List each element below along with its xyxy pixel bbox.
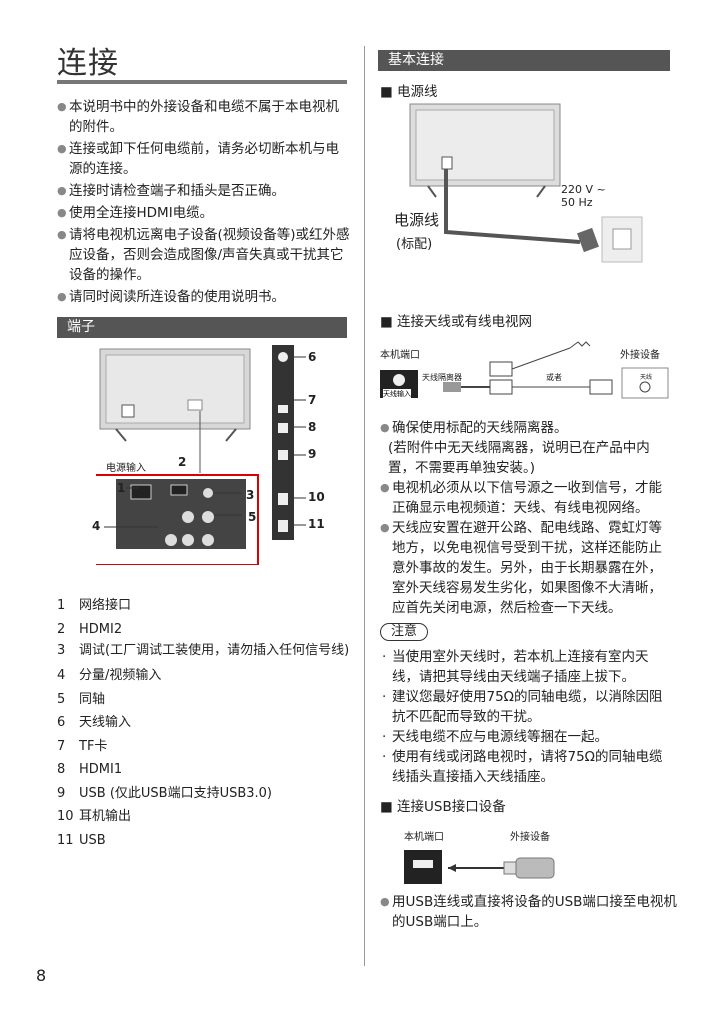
intro-bullet: 连接或卸下任何电缆前，请务必切断本机与电源的连接。 — [57, 139, 352, 179]
power-figure — [409, 103, 643, 263]
ext-antenna-port-label: 天线 — [640, 374, 653, 381]
note-item: 当使用室外天线时，若本机上连接有室内天线，请把其导线由天线端子插座上拔下。 — [380, 647, 672, 687]
page-title: 连接 — [57, 46, 119, 81]
fig-num: 5 — [248, 510, 257, 524]
tv-back-figure — [96, 345, 306, 565]
antenna-bullet: 电视机必须从以下信号源之一收到信号，才能正确显示电视频道：天线、有线电视网络。 — [380, 478, 672, 518]
fig-num: 2 — [178, 455, 187, 469]
fig-num: 11 — [308, 517, 325, 531]
fig-num: 10 — [308, 490, 325, 504]
fig-num: 8 — [308, 420, 317, 434]
fig-num: 9 — [308, 447, 317, 461]
column-divider — [364, 46, 365, 966]
fig-num: 4 — [92, 519, 101, 533]
intro-bullet: 请将电视机远离电子设备(视频设备等)或红外感应设备，否则会造成图像/声音失真或干… — [57, 225, 352, 285]
usb-bullet: 用USB连线或直接将设备的USB端口接至电视机的USB端口上。 — [380, 892, 684, 932]
power-in-label: 电源输入 — [106, 463, 146, 474]
title-rule — [57, 80, 347, 84]
isolator-label: 天线隔离器 — [422, 373, 462, 382]
antenna-bullet: 确保使用标配的天线隔离器。 — [380, 418, 672, 438]
note-item: 使用有线或闭路电视时，请将75Ω的同轴电缆线插头直接插入天线插座。 — [380, 747, 672, 787]
antenna-heading: 连接天线或有线电视网 — [380, 312, 532, 332]
intro-bullet: 请同时阅读所连设备的使用说明书。 — [57, 287, 352, 307]
fig-num: 1 — [117, 481, 126, 495]
note-label: 注意 — [380, 623, 429, 641]
intro-bullet: 连接时请检查端子和插头是否正确。 — [57, 181, 352, 201]
antenna-bullet: 天线应安置在避开公路、配电线路、霓虹灯等地方，以免电视信号受到干扰，这样还能防止… — [380, 518, 672, 618]
terminals-heading: 端子 — [57, 317, 347, 338]
antenna-input-label: 天线输入 — [383, 389, 411, 399]
usb-unit-port-label: 本机端口 — [404, 832, 444, 843]
basic-heading: 基本连接 — [378, 50, 670, 71]
cord-label: 电源线 — [394, 211, 440, 229]
antenna-paren-note: (若附件中无天线隔离器，说明已在产品中内置，不需要再单独安装。) — [388, 440, 650, 476]
antenna-bullets: 确保使用标配的天线隔离器。 (若附件中无天线隔离器，说明已在产品中内置，不需要再… — [380, 418, 672, 787]
fig-num: 6 — [308, 350, 317, 364]
intro-bullets: 本说明书中的外接设备和电缆不属于本电视机的附件。 连接或卸下任何电缆前，请务必切… — [57, 97, 352, 309]
cord-sub-label: (标配) — [396, 237, 433, 252]
note-item: 天线电缆不应与电源线等捆在一起。 — [380, 727, 672, 747]
unit-port-label: 本机端口 — [380, 350, 420, 361]
usb-heading: 连接USB接口设备 — [380, 797, 506, 817]
voltage-label: 220 V ~50 Hz — [561, 183, 606, 209]
page-number: 8 — [36, 966, 47, 985]
intro-bullet: 本说明书中的外接设备和电缆不属于本电视机的附件。 — [57, 97, 352, 137]
usb-figure — [404, 850, 555, 884]
fig-num: 3 — [246, 488, 255, 502]
antenna-figure — [380, 341, 669, 399]
intro-bullet: 使用全连接HDMI电缆。 — [57, 203, 352, 223]
fig-num: 7 — [308, 393, 317, 407]
power-heading: 电源线 — [380, 82, 438, 102]
usb-external-label: 外接设备 — [510, 832, 550, 843]
external-device-label: 外接设备 — [620, 350, 660, 361]
or-label: 或者 — [546, 373, 562, 382]
note-item: 建议您最好使用75Ω的同轴电缆，以消除因阻抗不匹配而导致的干扰。 — [380, 687, 672, 727]
